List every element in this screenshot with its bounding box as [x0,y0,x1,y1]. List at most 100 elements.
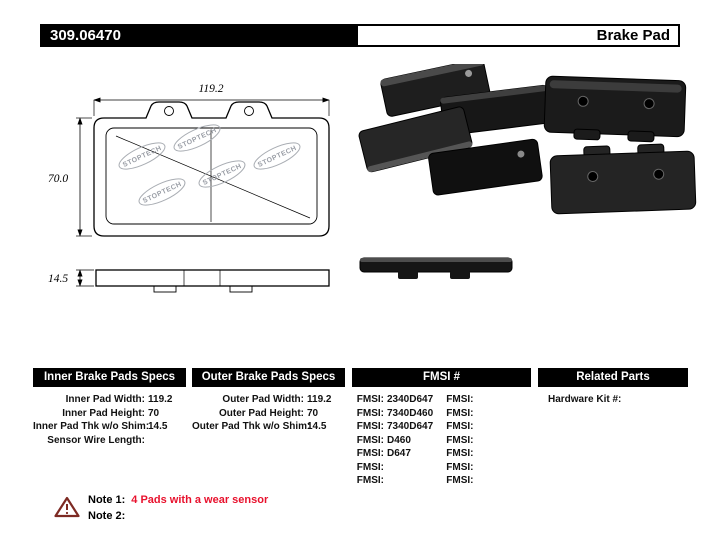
fmsi-value [477,420,532,434]
fmsi-header: FMSI # [352,368,531,387]
part-number: 309.06470 [50,27,121,44]
fmsi-row: FMSI: 2340D647 [352,393,442,407]
fmsi-row: FMSI: [442,407,532,421]
fmsi-row: FMSI: [442,393,532,407]
warning-triangle-icon [54,496,80,518]
spec-column-related: Related Parts Hardware Kit #: [538,368,688,407]
inner-specs-header: Inner Brake Pads Specs [33,368,186,387]
spec-row: Inner Pad Height: 70 [33,407,186,421]
related-part-label: Hardware Kit #: [548,394,622,405]
spec-value: 119.2 [307,394,332,405]
fmsi-row: FMSI: D460 [352,434,442,448]
spec-column-inner: Inner Brake Pads Specs Inner Pad Width: … [33,368,186,447]
fmsi-value [477,434,532,448]
spec-label: Inner Pad Width: [65,394,145,405]
fmsi-label: FMSI: [356,421,384,432]
pad-side-profile-outline [95,269,330,287]
friction-area-outline [105,127,318,225]
fmsi-label: FMSI: [356,434,384,446]
fmsi-row: FMSI: [352,461,442,475]
dim-width-label: 119.2 [198,83,223,95]
mount-hole-left [164,106,174,116]
fmsi-label: FMSI: [446,421,474,432]
spec-label: Outer Pad Thk w/o Shim: [192,421,311,432]
technical-drawing: 119.2 70.0 STOPTECH STOPTECH STOPTECH [48,83,330,293]
pad-front-outline [93,101,330,237]
spec-column-fmsi: FMSI # FMSI: 2340D647 FMSI: 7340D460 FMS… [352,368,531,488]
chamfer-line [115,135,311,219]
fmsi-label: FMSI: [356,394,384,405]
spec-row: Inner Pad Width: 119.2 [33,393,186,407]
fmsi-row: FMSI: 7340D460 [352,407,442,421]
product-photos [358,64,697,279]
fmsi-label: FMSI: [446,434,474,446]
fmsi-value [477,474,532,488]
spec-value: 70 [148,407,160,419]
note-1-label: Note 1: [88,494,126,506]
spec-label: Inner Pad Height: [62,407,145,419]
fmsi-subcolumn-1: FMSI: 2340D647 FMSI: 7340D460 FMSI: 7340… [352,393,442,488]
fmsi-value: D460 [387,434,411,446]
spec-row: Outer Pad Width: 119.2 [192,393,345,407]
note-2-label: Note 2: [88,510,126,522]
fmsi-value: D647 [387,448,411,459]
related-part-row: Hardware Kit #: [538,393,688,407]
fmsi-label: FMSI: [446,394,474,405]
outer-specs-header: Outer Brake Pads Specs [192,368,345,387]
spec-row: Outer Pad Height: 70 [192,407,345,421]
spec-label: Outer Pad Height: [218,407,304,419]
spec-row: Inner Pad Thk w/o Shim: 14.5 [33,420,186,434]
spec-row: Outer Pad Thk w/o Shim: 14.5 [192,420,345,434]
dim-thickness-label: 14.5 [48,273,68,285]
fmsi-value [477,447,532,461]
fmsi-value [477,393,532,407]
fmsi-value: 2340D647 [387,394,434,405]
spec-value: 70 [307,407,319,419]
fmsi-label: FMSI: [446,448,474,459]
fmsi-row: FMSI: [442,434,532,448]
fmsi-value [387,474,442,488]
spec-row: Sensor Wire Length: [33,434,186,448]
fmsi-value [477,407,532,421]
fmsi-value: 7340D647 [387,421,434,432]
spec-value [148,434,186,448]
fmsi-label: FMSI: [356,475,384,486]
header: 309.06470 Brake Pad [40,24,680,47]
fmsi-label: FMSI: [356,461,384,473]
fmsi-label: FMSI: [446,475,474,486]
note-2-row: Note 2: [88,510,612,526]
profile-lug-right [229,285,253,293]
profile-lug-left [153,285,177,293]
fmsi-row: FMSI: [442,461,532,475]
photo-pad-side-profile [359,257,513,279]
fmsi-label: FMSI: [356,407,384,419]
fmsi-row: FMSI: 7340D647 [352,420,442,434]
fmsi-row: FMSI: [442,447,532,461]
fmsi-value [387,461,442,475]
fmsi-row: FMSI: D647 [352,447,442,461]
fmsi-subcolumn-2: FMSI: FMSI: FMSI: FMSI: [442,393,532,488]
fmsi-label: FMSI: [446,407,474,419]
specs-section: Inner Brake Pads Specs Inner Pad Width: … [0,368,720,488]
note-1-row: Note 1: 4 Pads with a wear sensor [88,494,612,510]
spec-label: Inner Pad Thk w/o Shim: [33,421,150,432]
fmsi-value: 7340D460 [387,407,434,419]
photo-pad-backplates [543,75,697,215]
spec-label: Outer Pad Width: [222,394,304,405]
mount-hole-right [244,106,254,116]
fmsi-row: FMSI: [352,474,442,488]
spec-value: 14.5 [307,421,327,432]
dim-height-label: 70.0 [48,173,68,185]
photo-pad-set-angled [358,64,552,196]
fmsi-value [477,461,532,475]
related-parts-header: Related Parts [538,368,688,387]
fmsi-row: FMSI: [442,420,532,434]
spec-column-outer: Outer Brake Pads Specs Outer Pad Width: … [192,368,345,434]
note-1-text: 4 Pads with a wear sensor [131,494,269,506]
product-type-box: Brake Pad [356,24,680,47]
spec-value: 119.2 [148,394,173,405]
spec-label: Sensor Wire Length: [47,434,145,446]
fmsi-row: FMSI: [442,474,532,488]
spec-value: 14.5 [148,421,168,432]
